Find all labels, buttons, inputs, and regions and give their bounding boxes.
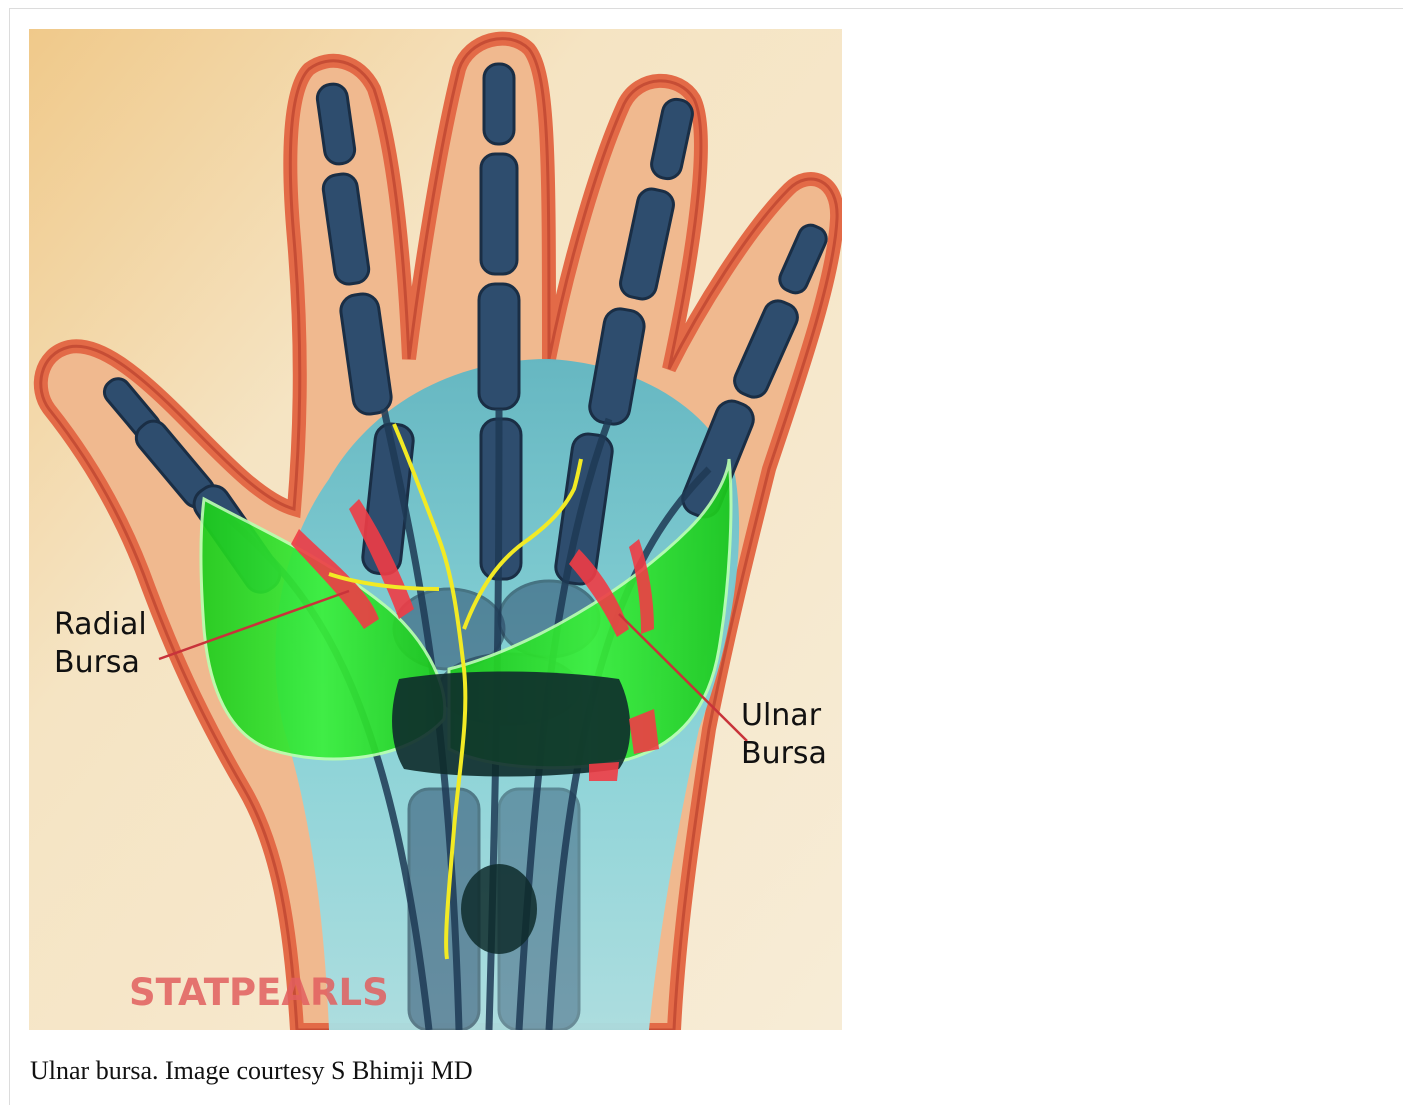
statpearls-watermark: STATPEARLS — [129, 971, 389, 1014]
hand-anatomy-figure: Radial Bursa Ulnar Bursa STATPEARLS — [29, 29, 842, 1030]
radial-bursa-label-line1: Radial — [54, 607, 147, 642]
radial-bursa-label-line2: Bursa — [54, 645, 140, 680]
ulnar-bursa-label-line1: Ulnar — [741, 698, 822, 733]
figure-caption: Ulnar bursa. Image courtesy S Bhimji MD — [30, 1056, 473, 1086]
hand-illustration: Radial Bursa Ulnar Bursa STATPEARLS — [29, 29, 842, 1030]
flexor-retinaculum — [392, 672, 630, 777]
ulnar-bursa-label-line2: Bursa — [741, 736, 827, 771]
wrist-shadow — [461, 864, 537, 954]
